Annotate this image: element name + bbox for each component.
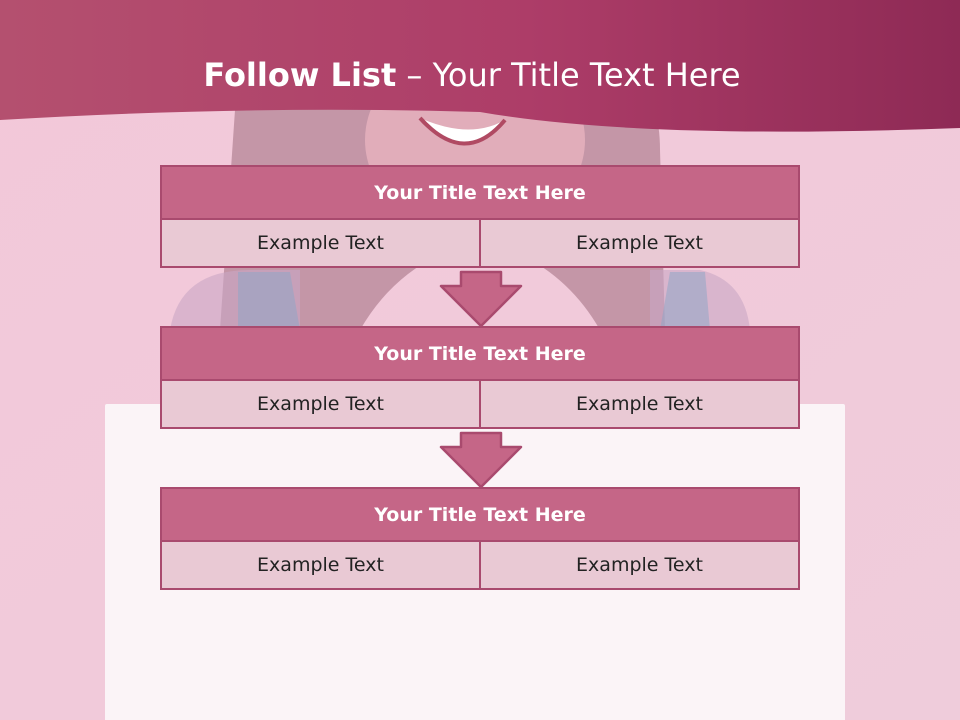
step-title: Your Title Text Here (160, 165, 800, 220)
step-block-3: Your Title Text Here Example Text Exampl… (160, 487, 800, 590)
step-block-2: Your Title Text Here Example Text Exampl… (160, 326, 800, 429)
step-cell-left: Example Text (160, 540, 481, 590)
down-arrow-icon (439, 270, 523, 328)
step-cell-right: Example Text (479, 379, 800, 429)
slide-title: Follow List – Your Title Text Here (0, 54, 944, 96)
step-title: Your Title Text Here (160, 326, 800, 381)
down-arrow-icon (439, 431, 523, 489)
step-cell-left: Example Text (160, 218, 481, 268)
header-band (0, 0, 960, 132)
step-cell-right: Example Text (479, 218, 800, 268)
step-cell-right: Example Text (479, 540, 800, 590)
step-row: Example Text Example Text (160, 218, 800, 268)
step-block-1: Your Title Text Here Example Text Exampl… (160, 165, 800, 268)
slide-title-rest: – Your Title Text Here (396, 56, 741, 94)
step-title: Your Title Text Here (160, 487, 800, 542)
step-row: Example Text Example Text (160, 379, 800, 429)
step-row: Example Text Example Text (160, 540, 800, 590)
step-cell-left: Example Text (160, 379, 481, 429)
slide-title-bold: Follow List (203, 56, 397, 94)
